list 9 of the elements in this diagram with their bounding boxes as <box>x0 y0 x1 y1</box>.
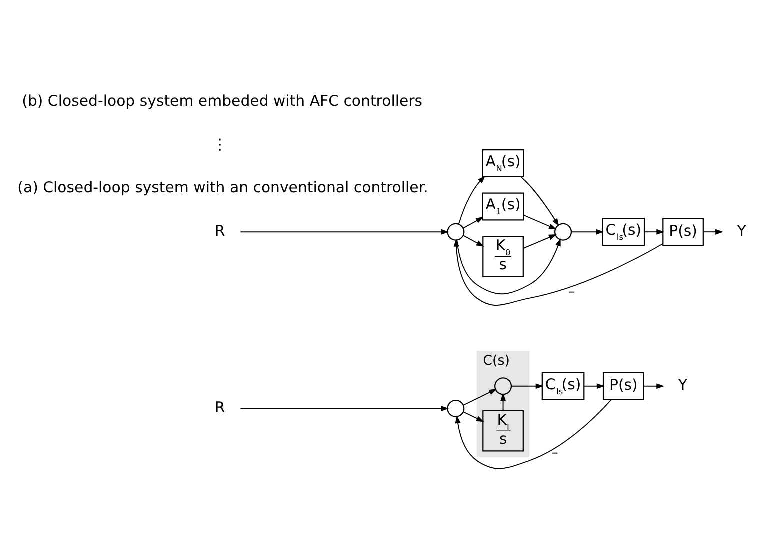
node-text: R <box>214 222 226 240</box>
node-text: Y <box>737 222 746 240</box>
edge-label: – <box>568 285 576 300</box>
node-text: R <box>214 398 226 416</box>
node-text: Y <box>678 376 688 394</box>
label: ⋮ <box>212 135 228 154</box>
edge-label: – <box>552 446 558 461</box>
label: (b) Closed-loop system embeded with AFC controllers <box>22 92 423 110</box>
label: (a) Closed-loop system with an conventional controller. <box>18 178 428 197</box>
